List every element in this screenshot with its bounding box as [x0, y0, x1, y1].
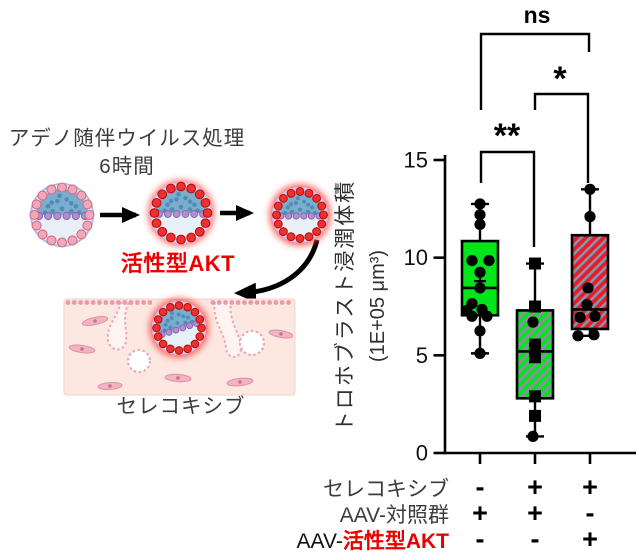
- data-point: [483, 254, 495, 267]
- data-point: [474, 282, 486, 294]
- epithelium-dot: [242, 300, 247, 305]
- data-point: [529, 351, 541, 364]
- data-point: [474, 198, 486, 210]
- data-point: [529, 390, 541, 403]
- y-axis-units: (1E+05 μm³): [367, 250, 389, 362]
- uterine-gland: [126, 348, 152, 374]
- data-point: [581, 298, 593, 311]
- matrix-row-label: AAV-対照群: [340, 504, 449, 527]
- data-point: [529, 257, 541, 270]
- epithelium-dot: [286, 300, 291, 305]
- data-point: [466, 310, 478, 322]
- epithelium-dot: [267, 300, 272, 305]
- data-point: [529, 409, 541, 422]
- data-point: [474, 325, 486, 337]
- uterine-crypt-left: [106, 301, 130, 351]
- data-point: [529, 338, 541, 351]
- epithelium-dot: [279, 300, 285, 305]
- data-point: [527, 430, 539, 442]
- epithelium-dot: [210, 300, 216, 305]
- matrix-value: +: [527, 498, 543, 528]
- data-point: [474, 218, 486, 231]
- data-point: [582, 282, 594, 294]
- arrow-curved-implantation: [234, 239, 320, 303]
- significance-label: ns: [524, 2, 551, 28]
- box-group-3: [570, 183, 610, 342]
- matrix-value: -: [476, 524, 485, 554]
- data-point: [572, 330, 584, 342]
- significance-label: *: [553, 60, 567, 98]
- y-tick-label: 5: [416, 343, 428, 368]
- mean-marker: [474, 275, 486, 288]
- data-point: [474, 209, 486, 221]
- matrix-row-label: セレコキシブ: [323, 478, 449, 501]
- data-point: [466, 254, 478, 267]
- y-tick-label: 0: [416, 441, 428, 466]
- significance-bracket: [479, 32, 591, 110]
- y-tick-label: 10: [404, 245, 428, 270]
- matrix-value: -: [476, 472, 485, 502]
- data-point: [474, 347, 486, 359]
- matrix-value: -: [531, 524, 540, 554]
- epithelium-dot: [71, 300, 77, 305]
- epithelium-dot: [147, 300, 153, 305]
- uterine-crypt-right: [213, 301, 243, 358]
- epithelium-dot: [235, 300, 241, 305]
- embryo-strong: [268, 183, 332, 247]
- epithelium-dot: [141, 300, 147, 305]
- matrix-value: +: [472, 498, 488, 528]
- data-point: [589, 310, 601, 322]
- stromal-cell-nuclei: [80, 319, 283, 388]
- significance-bracket: [533, 92, 590, 183]
- epithelium-dot: [260, 300, 266, 305]
- epithelium-dot: [128, 300, 134, 305]
- epithelium-dot: [254, 300, 260, 305]
- celecoxib-label: セレコキシブ: [116, 395, 246, 418]
- active-akt-label: 活性型AKT: [120, 251, 236, 276]
- epithelium-dot: [216, 300, 222, 305]
- data-point: [574, 311, 586, 323]
- data-point: [588, 329, 600, 341]
- data-point: [481, 310, 493, 322]
- matrix-value: +: [582, 472, 598, 502]
- significance-label: **: [494, 117, 521, 155]
- data-point: [529, 300, 541, 313]
- epithelium-dot: [273, 300, 279, 305]
- epithelium-dot: [134, 300, 140, 305]
- epithelium-dot: [97, 300, 102, 305]
- matrix-value: +: [527, 472, 543, 502]
- epithelium-dot: [65, 300, 71, 305]
- embryo-normal: [29, 182, 95, 248]
- box-group-2: [515, 257, 555, 442]
- diagram-title-line1: アデノ随伴ウイルス処理: [8, 127, 246, 150]
- matrix-value: -: [586, 498, 595, 528]
- epithelium-dot: [229, 300, 235, 305]
- box-group-1: [460, 198, 500, 359]
- data-point: [584, 211, 596, 223]
- epithelium-dot: [248, 300, 254, 305]
- matrix-value: +: [582, 524, 598, 554]
- data-point: [584, 183, 596, 195]
- y-tick-label: 15: [404, 148, 428, 173]
- uterine-gland: [238, 329, 266, 357]
- embryo-strong: [148, 297, 210, 359]
- epithelium-dot: [103, 300, 109, 305]
- y-axis-title: トロホブラスト浸潤体積: [334, 180, 357, 433]
- epithelium-dot: [84, 300, 90, 305]
- epithelium-dot: [223, 300, 228, 305]
- epithelium-dot: [109, 300, 115, 305]
- matrix-row-label: AAV-活性型AKT: [297, 529, 450, 553]
- epithelium-dot: [122, 300, 128, 305]
- data-point: [527, 316, 539, 328]
- epithelium-dot: [90, 300, 96, 305]
- epithelium-dot: [78, 300, 83, 305]
- data-point: [474, 266, 486, 278]
- epithelium-dot: [116, 300, 121, 305]
- embryo-red: [146, 178, 216, 248]
- diagram-title-line2: 6時間: [99, 155, 155, 178]
- significance-bracket: [479, 150, 536, 247]
